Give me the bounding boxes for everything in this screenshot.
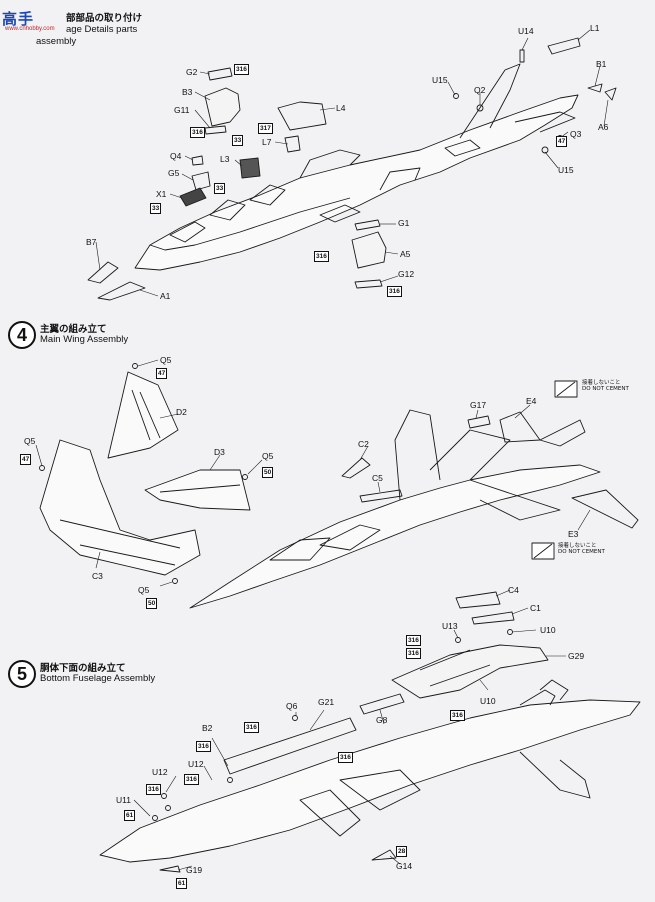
label-U12: U12 [188,759,204,769]
paint-code-316: 316 [244,722,259,733]
label-L3: L3 [220,154,230,164]
label-G14: G14 [396,861,413,871]
note-en: DO NOT CEMENT [558,549,605,556]
label-U11: U11 [116,795,131,805]
paint-code-33: 33 [214,183,226,194]
step4-leader-lines [35,359,591,587]
label-C3: C3 [92,571,103,581]
label-Q6: Q6 [286,701,298,711]
note-en: DO NOT CEMENT [582,386,629,393]
paint-code-316: 316 [190,127,205,138]
do-not-cement-note-bottom: 接着しないこと DO NOT CEMENT [558,543,605,556]
step5-number: 5 [8,660,36,688]
paint-code-33: 33 [150,203,162,214]
label-L7: L7 [262,137,272,147]
label-U10: U10 [540,625,556,635]
label-Q5: Q5 [262,451,274,461]
step4-wing-drawing [39,363,639,609]
label-C4: C4 [508,585,519,595]
paint-code-316: 316 [146,784,161,795]
label-G17: G17 [470,400,487,410]
paint-code-316: 316 [406,635,421,646]
paint-code-50: 50 [262,467,274,478]
label-U12: U12 [152,767,168,777]
step3-title-jp: 部部品の取り付け [66,13,143,24]
paint-code-61: 61 [124,810,136,821]
watermark-url: www.cnhobby.com [5,26,55,32]
label-G29: G29 [568,651,585,661]
paint-code-316: 316 [184,774,199,785]
label-X1: X1 [156,189,167,199]
label-Q5: Q5 [138,585,150,595]
label-U15: U15 [432,75,448,85]
watermark-main: 高手 [2,10,35,28]
step4-title-en: Main Wing Assembly [40,334,129,345]
note-jp: 接着しないこと [558,543,597,549]
label-G5: G5 [168,168,180,178]
label-U13: U13 [442,621,458,631]
paint-code-47: 47 [556,136,568,147]
label-E4: E4 [526,396,537,406]
label-Q5: Q5 [24,436,36,446]
step5-fuselage-drawing [99,591,641,873]
label-Q3: Q3 [570,129,582,139]
label-U15: U15 [558,165,574,175]
paint-code-50: 50 [146,598,158,609]
label-Q5: Q5 [160,355,172,365]
label-B3: B3 [182,87,193,97]
label-Q2: Q2 [474,85,486,95]
label-C5: C5 [372,473,383,483]
paint-code-33: 33 [232,135,244,146]
label-B7: B7 [86,237,97,247]
step5-leader-lines [133,589,566,871]
paint-code-316: 316 [387,286,402,297]
paint-code-316: 316 [314,251,329,262]
label-A1: A1 [160,291,171,301]
label-G12: G12 [398,269,415,279]
step5-title-en: Bottom Fuselage Assembly [40,673,156,684]
step4-number: 4 [8,321,36,349]
paint-code-316: 316 [338,752,353,763]
label-L4: L4 [336,103,346,113]
label-C1: C1 [530,603,541,613]
step3-fuselage-drawing [87,37,617,301]
paint-code-47: 47 [156,368,168,379]
label-G1: G1 [398,218,410,228]
label-B2: B2 [202,723,213,733]
paint-code-316: 316 [450,710,465,721]
watermark-logo: 高手 www.cnhobby.com [2,8,72,38]
label-A5: A5 [400,249,411,259]
paint-code-47: 47 [20,454,32,465]
label-G21: G21 [318,697,335,707]
step3-title-en: age Details parts [66,24,138,35]
label-D2: D2 [176,407,187,417]
label-G8: G8 [376,715,388,725]
label-G19: G19 [186,865,203,875]
step3-title-en-2: assembly [36,36,77,47]
label-U14: U14 [518,26,534,36]
paint-code-316: 316 [406,648,421,659]
label-A6: A6 [598,122,609,132]
paint-code-28: 28 [396,846,408,857]
label-G11: G11 [174,105,190,115]
paint-code-61: 61 [176,878,188,889]
paint-code-316: 316 [196,741,211,752]
label-L1: L1 [590,23,600,33]
label-G2: G2 [186,67,198,77]
label-B1: B1 [596,59,607,69]
label-U10: U10 [480,696,496,706]
label-E3: E3 [568,529,579,539]
paint-code-316: 316 [234,64,249,75]
label-C2: C2 [358,439,369,449]
label-Q4: Q4 [170,151,182,161]
label-D3: D3 [214,447,225,457]
step4-title-jp: 主翼の組み立て [40,324,107,335]
paint-code-317: 317 [258,123,273,134]
note-jp: 接着しないこと [582,380,621,386]
step5-title-jp: 胴体下面の組み立て [40,663,126,674]
do-not-cement-note-top: 接着しないこと DO NOT CEMENT [582,380,629,393]
step3-leader-lines [95,29,609,297]
